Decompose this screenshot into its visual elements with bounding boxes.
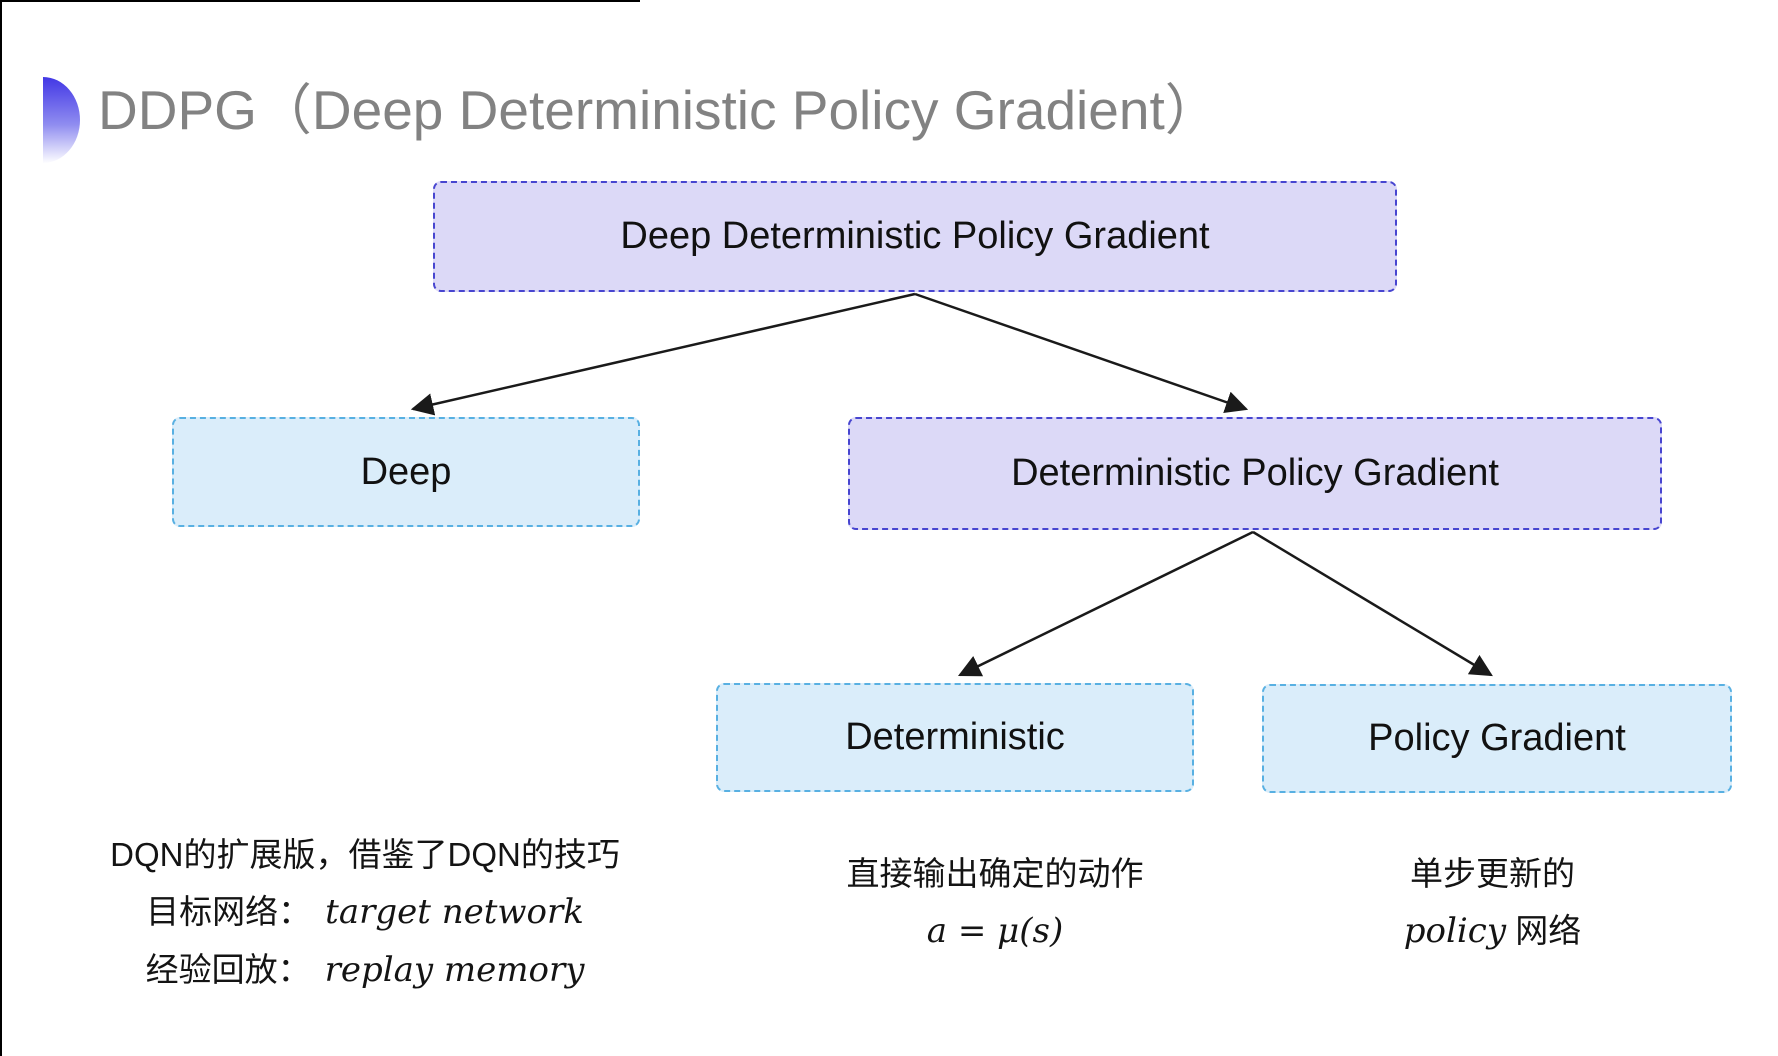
replay-memory-label: 经验回放： <box>145 951 311 988</box>
node-policy-gradient: Policy Gradient <box>1262 684 1732 793</box>
node-deep-deterministic-policy-gradient: Deep Deterministic Policy Gradient <box>433 181 1397 292</box>
target-network-label: 目标网络： <box>146 893 312 930</box>
frame-top-line <box>0 0 640 2</box>
note-deep-line3: 经验回放： replay memory <box>100 941 630 999</box>
node-label: Deterministic <box>845 716 1065 758</box>
note-pg-line2: policy 网络 <box>1260 902 1725 960</box>
node-label: Deep Deterministic Policy Gradient <box>620 215 1210 257</box>
node-deep: Deep <box>172 417 640 527</box>
note-deep-line2: 目标网络： target network <box>100 883 630 941</box>
page-title: DDPG（Deep Deterministic Policy Gradient） <box>98 79 1220 141</box>
node-label: Deterministic Policy Gradient <box>1011 452 1499 494</box>
node-label: Policy Gradient <box>1368 717 1626 759</box>
note-policy-gradient: 单步更新的 policy 网络 <box>1260 845 1725 960</box>
node-label: Deep <box>360 450 452 493</box>
network-suffix: 网络 <box>1506 912 1582 949</box>
formula-text: a = μ(s) <box>926 911 1064 951</box>
note-det-formula: a = μ(s) <box>760 902 1230 960</box>
replay-memory-term: replay memory <box>324 950 585 990</box>
title-bullet-icon <box>43 77 80 163</box>
note-det-line1: 直接输出确定的动作 <box>846 855 1144 892</box>
note-pg-line1: 单步更新的 <box>1410 855 1575 892</box>
note-deep-line1: DQN的扩展版，借鉴了DQN的技巧 <box>110 836 620 873</box>
node-deterministic: Deterministic <box>716 683 1194 792</box>
policy-term: policy <box>1403 911 1507 951</box>
note-deterministic: 直接输出确定的动作 a = μ(s) <box>760 845 1230 960</box>
node-deterministic-policy-gradient: Deterministic Policy Gradient <box>848 417 1662 530</box>
note-deep: DQN的扩展版，借鉴了DQN的技巧 目标网络： target network 经验… <box>100 826 630 999</box>
target-network-term: target network <box>325 892 584 932</box>
frame-left-line <box>0 0 2 1056</box>
